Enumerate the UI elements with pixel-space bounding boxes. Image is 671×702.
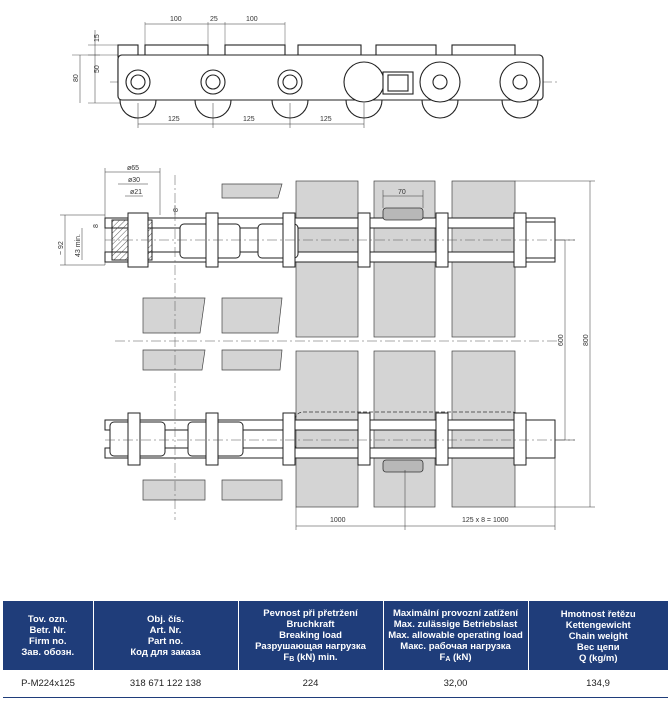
dim-pitch-1: 125 [168, 116, 180, 123]
dim-8b: 8 [173, 208, 180, 212]
dim-gap-25: 25 [210, 16, 218, 23]
plan-view-chain: ø65 ø30 ø21 ~ 92 43 min. 8 8 [58, 165, 595, 530]
dim-600: 600 [558, 334, 565, 346]
spec-header-row: Tov. ozn.Betr. Nr. Firm no.Зав. обозн. O… [3, 601, 668, 670]
table-row: P-M224x125 318 671 122 138 224 32,00 134… [3, 670, 668, 698]
dim-height-50: 50 [94, 65, 101, 73]
cell-chain-weight: 134,9 [528, 670, 668, 698]
dim-plate-100b: 100 [246, 16, 258, 23]
dim-800: 800 [583, 334, 590, 346]
dim-plate-100: 100 [170, 16, 182, 23]
spec-table: Tov. ozn.Betr. Nr. Firm no.Зав. обозн. O… [3, 601, 668, 698]
dim-70: 70 [398, 189, 406, 196]
dim-1000: 1000 [330, 517, 346, 524]
header-part-no: Obj. čís.Art. Nr. Part no.Код для заказа [93, 601, 239, 670]
cell-operating-load: 32,00 [383, 670, 528, 698]
dim-width-92: ~ 92 [58, 241, 65, 255]
dim-height-80: 80 [73, 74, 80, 82]
cell-part-no: 318 671 122 138 [93, 670, 238, 698]
dim-pitch-3: 125 [320, 116, 332, 123]
dim-pitch-total: 125 x 8 = 1000 [462, 517, 509, 524]
dim-roller-dia: ø65 [127, 165, 139, 172]
dim-pin-dia: ø30 [128, 177, 140, 184]
dim-width-43: 43 min. [75, 234, 82, 257]
dim-bush-dia: ø21 [130, 189, 142, 196]
cell-breaking-load: 224 [238, 670, 383, 698]
chain-technical-drawing: 100 25 100 15 50 80 [58, 16, 595, 530]
dim-height-15: 15 [94, 34, 101, 42]
header-firm-no: Tov. ozn.Betr. Nr. Firm no.Зав. обозн. [3, 601, 94, 670]
dim-pitch-2: 125 [243, 116, 255, 123]
dim-8: 8 [93, 224, 100, 228]
cell-firm-no: P-M224x125 [3, 670, 93, 698]
side-view-chain: 100 25 100 15 50 80 [72, 16, 560, 128]
